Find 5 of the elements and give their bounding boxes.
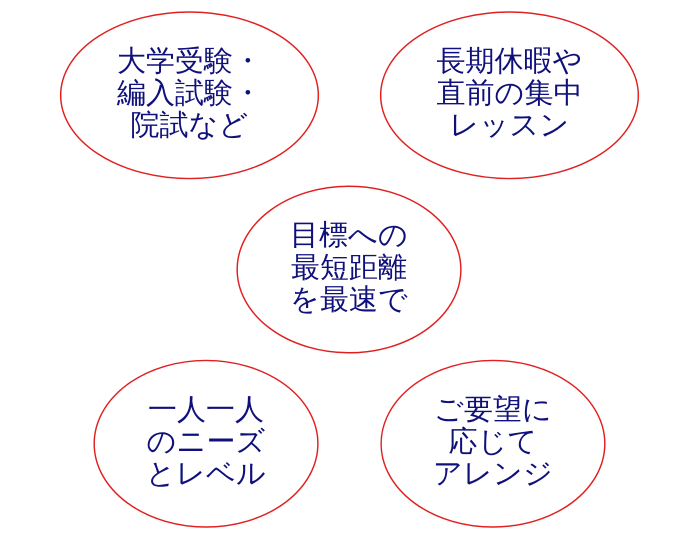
node-ellipse: 一人一人のニーズとレベル — [92, 360, 318, 528]
node-ellipse: 目標への最短距離を最速で — [236, 186, 462, 354]
node-ellipse: ご要望に応じてアレンジ — [380, 360, 606, 528]
node-ellipse: 長期休暇や直前の集中レッスン — [379, 11, 639, 180]
node-ellipse: 大学受験・編入試験・院試など — [59, 11, 319, 180]
